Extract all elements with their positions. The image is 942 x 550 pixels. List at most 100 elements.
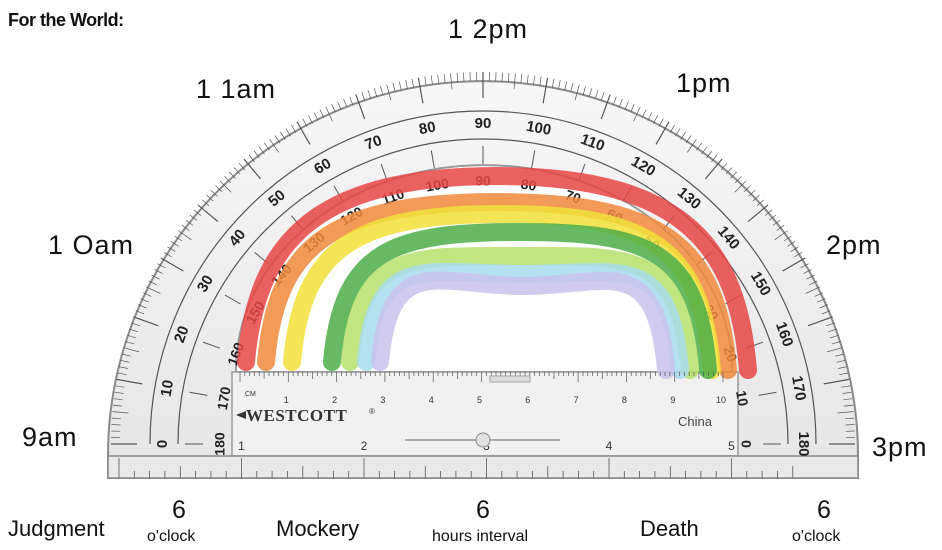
degree-tick — [274, 135, 281, 144]
footer-right-number: 6 — [817, 496, 831, 524]
degree-tick — [398, 81, 402, 91]
degree-tick — [405, 80, 408, 89]
degree-tick — [809, 280, 818, 286]
degree-tick — [233, 167, 241, 175]
degree-tick — [658, 118, 664, 127]
degree-tick — [280, 131, 286, 140]
center-hole — [475, 432, 491, 448]
degree-tick — [725, 167, 733, 175]
degree-tick — [612, 96, 617, 106]
degree-tick — [131, 322, 140, 327]
cm-label: 7 — [574, 395, 579, 405]
inner-degree-label: 10 — [733, 389, 751, 407]
rainbow-band — [357, 262, 689, 379]
outer-degree-label: 30 — [194, 272, 217, 295]
degree-tick — [845, 417, 855, 420]
degree-tick — [229, 171, 236, 179]
degree-tick — [143, 292, 152, 297]
degree-tick — [224, 176, 232, 184]
footer-judgment: Judgment — [8, 516, 105, 541]
degree-tick — [790, 246, 799, 252]
degree-tick — [564, 81, 568, 91]
outer-degree-label: 10 — [158, 379, 178, 398]
cm-label: 10 — [716, 395, 726, 405]
inch-label: 5 — [728, 439, 735, 453]
degree-tick — [430, 75, 433, 85]
cm-label: 5 — [477, 395, 482, 405]
degree-tick — [805, 286, 821, 294]
degree-tick — [837, 411, 854, 414]
brand-logo: WESTCOTT — [246, 406, 347, 425]
outer-degree-label: 20 — [171, 324, 193, 345]
degree-tick — [839, 372, 849, 376]
degree-tick — [794, 252, 803, 258]
degree-tick — [570, 82, 574, 92]
degree-tick — [219, 180, 232, 193]
footer-left-unit: o'clock — [147, 528, 196, 545]
degree-tick — [734, 180, 747, 193]
degree-tick — [835, 353, 845, 357]
degree-tick — [618, 98, 623, 108]
degree-tick — [803, 269, 812, 274]
hour-12pm: 1 2pm — [448, 14, 529, 44]
degree-tick — [823, 378, 850, 385]
degree-tick — [558, 80, 561, 89]
degree-tick — [706, 150, 713, 159]
degree-tick — [588, 88, 593, 98]
degree-tick — [841, 385, 851, 388]
degree-tick — [111, 424, 121, 426]
degree-tick — [752, 194, 760, 202]
degree-tick — [296, 121, 311, 145]
inner-scale-arc — [177, 138, 789, 445]
degree-tick — [776, 225, 785, 231]
degree-tick — [206, 194, 214, 202]
degree-tick — [140, 298, 150, 303]
degree-tick — [380, 86, 384, 96]
hour-2pm: 2pm — [826, 230, 882, 260]
cm-label: 4 — [429, 395, 434, 405]
degree-tick — [313, 112, 319, 121]
degree-tick — [513, 73, 516, 90]
footer-right-unit: o'clock — [792, 528, 841, 545]
degree-tick — [821, 310, 831, 315]
degree-tick — [116, 378, 143, 385]
degree-tick — [112, 411, 129, 414]
degree-tick — [197, 204, 219, 223]
degree-tick — [349, 96, 354, 106]
degree-tick — [675, 128, 681, 137]
degree-tick — [829, 334, 839, 339]
degree-tick — [450, 73, 453, 90]
header-label: For the World: — [8, 10, 124, 30]
degree-tick — [114, 391, 124, 394]
outer-degree-label: 60 — [311, 155, 334, 178]
footer-mockery: Mockery — [276, 516, 360, 541]
center-notch — [489, 375, 531, 383]
degree-tick — [157, 263, 166, 269]
inner-degree-label: 0 — [738, 440, 754, 448]
degree-tick — [361, 92, 366, 101]
degree-tick — [178, 230, 192, 241]
degree-tick — [734, 176, 742, 184]
degree-tick — [701, 146, 708, 155]
degree-tick — [443, 73, 446, 84]
degree-tick — [551, 78, 555, 88]
hour-10am: 1 Oam — [48, 230, 135, 260]
degree-tick — [600, 94, 611, 120]
inner-degree-tick — [224, 294, 241, 305]
degree-tick — [831, 341, 841, 345]
degree-tick — [148, 280, 157, 286]
degree-tick — [685, 135, 692, 144]
degree-tick — [783, 235, 792, 242]
degree-tick — [696, 142, 702, 151]
degree-tick — [151, 274, 160, 280]
degree-tick — [647, 112, 653, 121]
footer-left-number: 6 — [172, 496, 186, 524]
outer-degree-label: 80 — [418, 119, 437, 139]
degree-tick — [121, 353, 131, 357]
hour-1pm: 1pm — [676, 68, 732, 98]
degree-tick — [800, 263, 809, 269]
degree-tick — [258, 146, 265, 155]
degree-tick — [826, 322, 835, 327]
